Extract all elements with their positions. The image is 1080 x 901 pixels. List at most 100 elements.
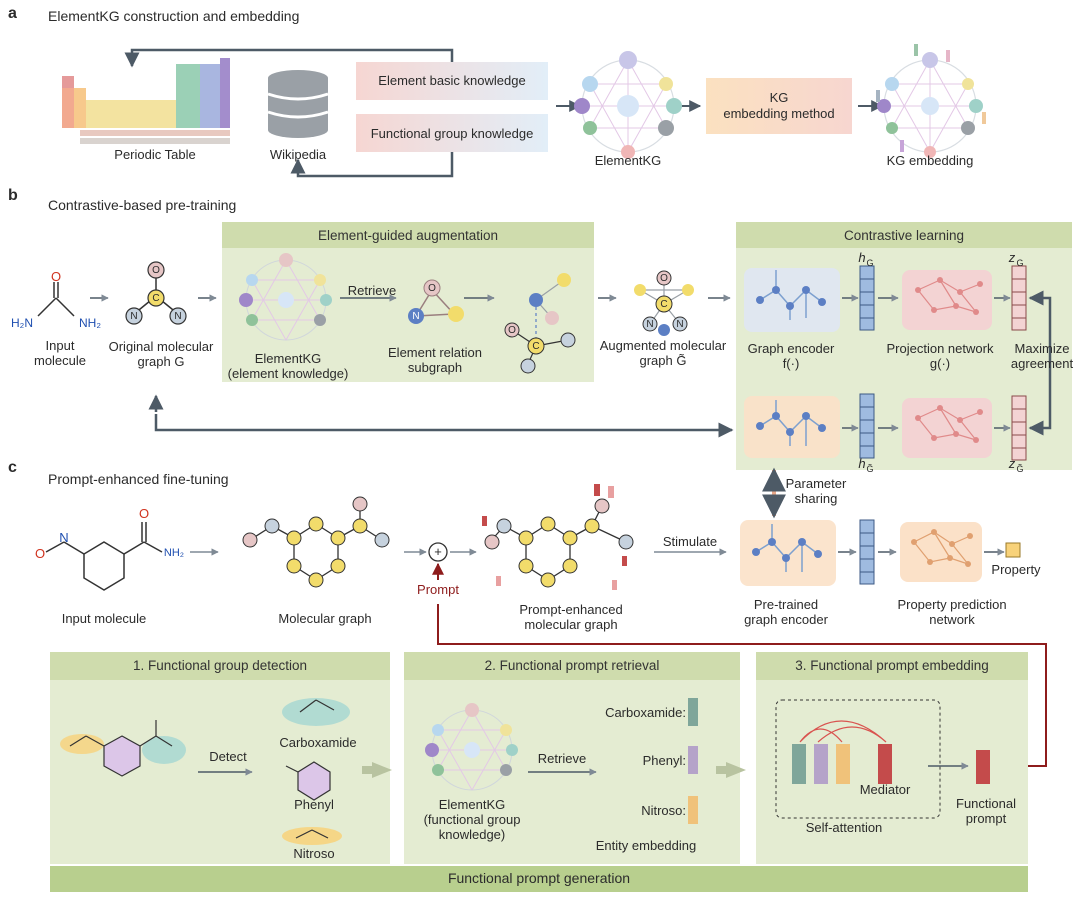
elementkg-b-2: (element knowledge) [227, 366, 349, 381]
augmented-graph-1: Augmented molecular [599, 338, 727, 353]
wikipedia-database-icon [267, 70, 329, 138]
molecular-graph-label: Molecular graph [278, 611, 372, 626]
elementkg-c-icon [425, 703, 518, 791]
kg-embedding-label: KG embedding [886, 153, 974, 168]
property-square [1005, 542, 1021, 558]
nitroso-label: Nitroso [293, 846, 335, 861]
graph-n1: N [130, 311, 138, 322]
nitroso-colon: Nitroso: [641, 803, 686, 818]
z-vector-bottom [1011, 395, 1027, 461]
functional-group-box [356, 114, 548, 152]
input-molecule-b-1: Input [45, 338, 75, 353]
stimulate-label: Stimulate [662, 534, 718, 549]
augmented-n2: N [676, 319, 684, 330]
z-g-bottom: z [1008, 456, 1016, 471]
c-mol-nh2: NH₂ [163, 547, 185, 559]
augmented-c: C [660, 299, 668, 310]
panel-letter-a: a [8, 5, 17, 22]
elementkg-b-icon [239, 253, 332, 341]
combined-subgraph [504, 273, 576, 374]
plus-circle [428, 542, 448, 562]
phenyl-embedding [688, 746, 698, 774]
elementkg-fg-3: knowledge) [438, 827, 506, 842]
prompt-enhanced-2: molecular graph [524, 617, 618, 632]
panel-letter-c: c [8, 459, 17, 476]
entity-embedding-label: Entity embedding [595, 838, 697, 853]
augmentation-header-label: Element-guided augmentation [317, 228, 499, 243]
property-network-graph [900, 522, 982, 582]
h-g-bottom-sub: G̃ [866, 464, 874, 474]
graph-encoder-bottom [744, 396, 840, 458]
nitroso-embedding [688, 796, 698, 824]
original-graph-2: graph G [137, 354, 185, 369]
step-arrow-1-tail [362, 766, 374, 774]
projection-network-bottom [902, 398, 992, 458]
section-a-title: ElementKG construction and embedding [48, 8, 300, 24]
carboxamide-label: Carboxamide [279, 735, 357, 750]
step-arrow-2 [726, 762, 746, 778]
phenyl-colon: Phenyl: [642, 753, 686, 768]
input-molecule-c: Input molecule [61, 611, 147, 626]
projection-network-2: g(·) [929, 356, 951, 371]
graph-n2: N [174, 311, 182, 322]
plus-sign: + [434, 544, 442, 559]
graph-c: C [152, 293, 160, 304]
carboxamide-fragment [282, 698, 350, 726]
z-g-bottom-sub: G̃ [1016, 464, 1024, 474]
augmented-n1: N [646, 319, 654, 330]
functional-prompt-2: prompt [965, 811, 1007, 826]
step1-header-label: 1. Functional group detection [132, 658, 308, 673]
kg-method-line2: embedding method [723, 106, 835, 121]
urea-structure [37, 282, 75, 317]
molecular-graph-c [242, 496, 390, 588]
step-arrow-2-tail [716, 766, 728, 774]
maximize-agreement-arrow [1028, 290, 1052, 436]
kg-embedding-method-box [706, 78, 852, 134]
section-c-title: Prompt-enhanced fine-tuning [48, 471, 229, 487]
panel-letter-b: b [8, 187, 18, 204]
parameter-sharing-2: sharing [794, 491, 838, 506]
parameter-sharing-1: Parameter [785, 476, 847, 491]
graph-encoder-top [744, 268, 840, 332]
h-g-bottom: h [858, 456, 866, 471]
pretrained-encoder-graph [740, 520, 836, 586]
section-b-title: Contrastive-based pre-training [48, 197, 237, 213]
carboxamide-colon: Carboxamide: [605, 705, 686, 720]
step3-header [756, 652, 1028, 680]
elementkg-label: ElementKG [594, 153, 662, 168]
step3-header-label: 3. Functional prompt embedding [795, 658, 989, 673]
detect-label: Detect [209, 749, 247, 764]
pretrained-encoder-2: graph encoder [744, 612, 828, 627]
elementkg-graph-icon [574, 51, 682, 159]
graph-encoder-2: f(·) [782, 356, 800, 371]
functional-prompt-1: Functional [956, 796, 1016, 811]
c-mol-n: N [59, 530, 69, 545]
prompt-enhanced-graph [482, 484, 634, 590]
z-vector-top [1011, 265, 1027, 331]
input-molecule-b-2: molecule [33, 353, 87, 368]
contrastive-header [736, 222, 1072, 248]
prompt-label: Prompt [417, 582, 459, 597]
contrastive-header-label: Contrastive learning [843, 228, 965, 243]
nitroso-fragment [282, 827, 342, 845]
elementkg-b-1: ElementKG [254, 351, 322, 366]
mediator-label: Mediator [859, 782, 911, 797]
relation-subgraph-1: Element relation [388, 345, 482, 360]
carboxamide-embedding [688, 698, 698, 726]
h-g-top-sub: G [866, 258, 874, 268]
step-arrow-1 [372, 762, 392, 778]
section-c [45, 484, 1047, 892]
step1-header [50, 652, 390, 680]
augmentation-header [222, 222, 594, 248]
h-g-top: h [858, 250, 866, 265]
retrieve-b: Retrieve [347, 283, 397, 298]
self-attention-label: Self-attention [805, 820, 883, 835]
h-vector-bottom [859, 393, 875, 459]
functional-prompt-feedback-arrow [437, 604, 1047, 772]
subgraph-o: O [428, 283, 436, 294]
attention-vectors [792, 720, 892, 784]
augmented-o: O [660, 273, 668, 284]
section-a [62, 44, 986, 178]
original-graph-1: Original molecular [108, 339, 214, 354]
highlighted-molecule [60, 720, 186, 777]
